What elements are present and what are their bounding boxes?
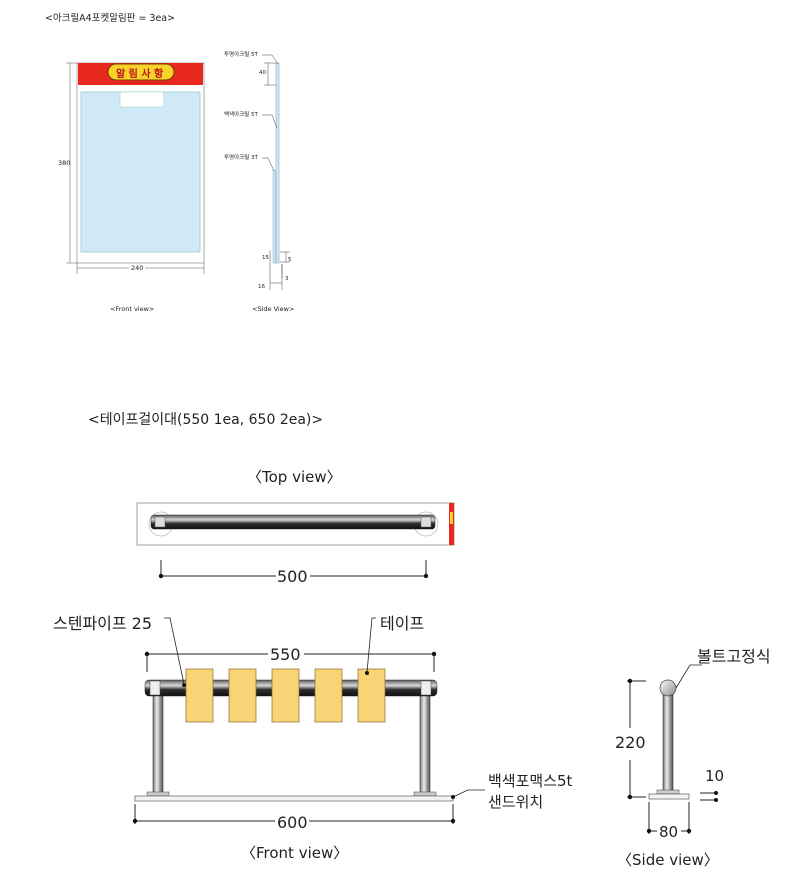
section1-title: <아크릴A4포켓알림판 = 3ea> [45, 13, 176, 24]
top-view-dim: 500 [277, 567, 308, 586]
side-dim-height: 220 [615, 733, 646, 752]
tape-strip [271, 668, 300, 723]
callout-white-acrylic-5t: 백색아크릴 5T [224, 112, 258, 118]
top-view-caption: 〈Top view〉 [247, 468, 342, 486]
front-view-caption-2: 〈Front view〉 [241, 844, 349, 862]
label-base-line1: 백색포맥스5t [488, 772, 573, 790]
section2-title: <테이프걸이대(550 1ea, 650 2ea)> [88, 412, 324, 428]
tape-strip [185, 668, 214, 723]
side-dim-width: 80 [659, 823, 679, 841]
a4-board-side [262, 54, 290, 290]
front-dim-bottom: 600 [277, 813, 308, 832]
side-dim-right-a: 5 [288, 257, 292, 263]
side-dim-bottom: 16 [258, 284, 265, 290]
tape-holder-front-view [132, 617, 485, 824]
side-view-caption-2: 〈Side view〉 [617, 851, 719, 869]
label-bolt-fixed: 볼트고정식 [697, 647, 771, 666]
callout-clear-acrylic-5t: 투명아크릴 5T [224, 52, 258, 58]
tape-holder-side-view [627, 664, 718, 834]
side-dim-left: 15 [262, 255, 269, 261]
front-height-dim: 380 [58, 159, 71, 167]
a4-board-front [66, 62, 205, 274]
label-tape: 테이프 [380, 614, 425, 633]
label-stainless-pipe: 스텐파이프 25 [53, 614, 153, 633]
side-view-caption: <Side View> [252, 305, 295, 313]
front-dim-top: 550 [270, 645, 301, 664]
side-dim-right-b: 3 [285, 276, 289, 282]
notice-header-label: 알 림 사 항 [116, 69, 164, 80]
side-dim-thickness: 10 [705, 767, 725, 785]
callout-clear-acrylic-3t: 투명아크릴 3T [224, 155, 258, 161]
tape-strip [314, 668, 343, 723]
tape-strip [228, 668, 257, 723]
label-base-line2: 샌드위치 [488, 793, 544, 811]
front-width-dim: 240 [129, 264, 146, 272]
tape-holder-top-view [136, 502, 455, 579]
front-view-caption: <Front view> [110, 305, 155, 313]
side-dim-top: 40 [259, 70, 266, 76]
tape-strip [357, 668, 386, 723]
